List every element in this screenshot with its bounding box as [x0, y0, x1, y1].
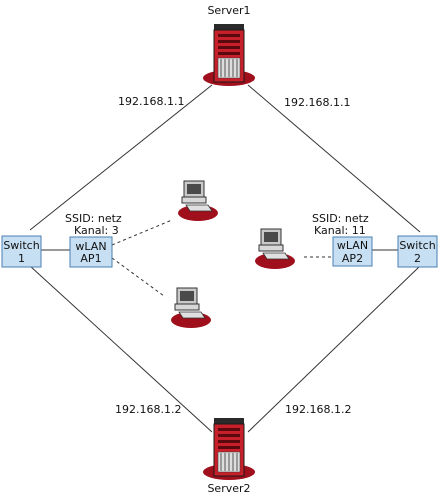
ip-label-top-right: 192.168.1.1	[284, 96, 350, 109]
ap2-label-line1: wLAN	[337, 239, 368, 252]
workstation-icon	[254, 228, 296, 270]
link-server2-switch1	[29, 265, 213, 433]
ap1-label-line2: AP1	[80, 252, 101, 265]
server2-icon	[202, 417, 256, 481]
server1-label: Server1	[207, 4, 250, 17]
ip-label-top-left: 192.168.1.1	[118, 95, 184, 108]
ip-label-bottom-right: 192.168.1.2	[285, 403, 351, 416]
ap2-box: wLAN AP2	[332, 236, 373, 267]
ap2-label-line2: AP2	[342, 252, 363, 265]
link-server2-switch2	[247, 265, 421, 433]
workstation-icon	[177, 180, 219, 222]
wireless-link-ap1-pc-bottom	[111, 257, 165, 297]
switch1-label-line2: 1	[18, 252, 25, 265]
link-server1-switch2	[247, 84, 421, 233]
ap1-label-line1: wLAN	[75, 240, 106, 253]
link-server1-switch1	[29, 84, 213, 231]
server1-icon	[202, 23, 256, 87]
switch2-label-line1: Switch	[399, 239, 435, 252]
switch1-box: Switch 1	[1, 235, 42, 268]
switch2-label-line2: 2	[414, 252, 421, 265]
ip-label-bottom-left: 192.168.1.2	[115, 403, 181, 416]
workstation-icon	[170, 287, 212, 329]
ap2-channel: Kanal: 11	[314, 224, 366, 237]
ap1-ssid: SSID: netz	[65, 212, 122, 225]
server2-label: Server2	[207, 482, 250, 495]
ap1-box: wLAN AP1	[69, 236, 113, 268]
ap2-ssid: SSID: netz	[312, 212, 369, 225]
wireless-link-ap1-pc-top	[111, 219, 173, 246]
switch2-box: Switch 2	[397, 235, 438, 268]
ap1-channel: Kanal: 3	[74, 224, 119, 237]
switch1-label-line1: Switch	[3, 239, 39, 252]
